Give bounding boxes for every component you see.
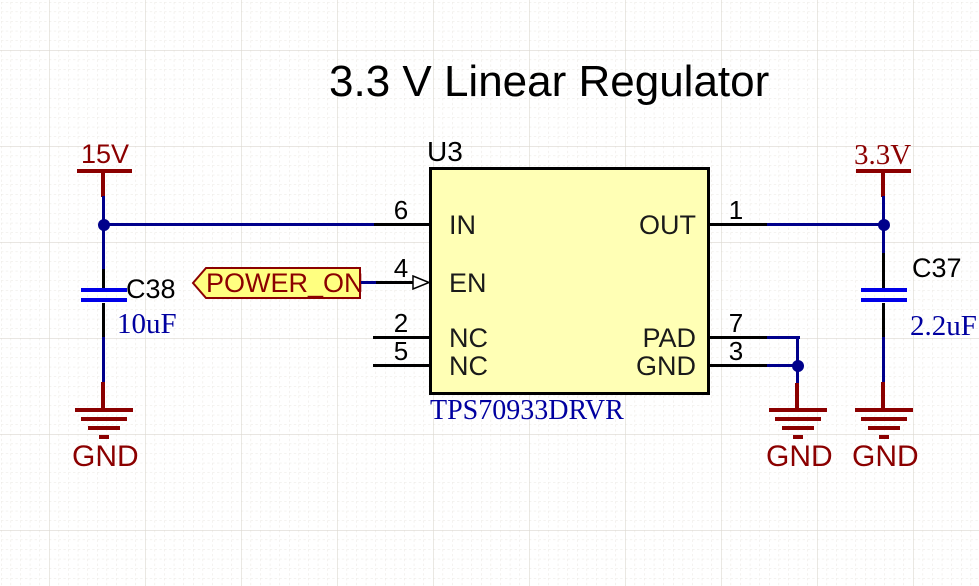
pin-number-6: 6 [393, 195, 409, 225]
gnd-left-bar1[interactable] [75, 408, 133, 412]
pin-line-6[interactable] [373, 223, 430, 226]
pin-number-2: 2 [393, 308, 409, 338]
gnd-left-bar4[interactable] [99, 435, 109, 439]
c38-designator[interactable]: C38 [126, 274, 176, 304]
c37-plate-bottom[interactable] [861, 298, 907, 302]
wire-flag-to-en[interactable] [361, 281, 376, 284]
c37-plate-top[interactable] [861, 288, 907, 292]
pin-number-3: 3 [728, 336, 744, 366]
gnd-left-stem[interactable] [101, 382, 105, 409]
wire-c37-to-gnd[interactable] [882, 337, 885, 383]
gnd-right-bar2[interactable] [861, 417, 907, 421]
wire-pad-vertical[interactable] [796, 337, 799, 367]
gnd-middle-bar4[interactable] [793, 435, 803, 439]
power-port-15v-label[interactable]: 15V [81, 139, 130, 169]
gnd-right-label: GND [852, 440, 919, 473]
gnd-right-bar1[interactable] [855, 408, 913, 412]
pin-number-1: 1 [728, 195, 744, 225]
schematic-title: 3.3 V Linear Regulator [329, 57, 770, 106]
power-port-3v3-bar[interactable] [856, 169, 911, 173]
c37-pin-bottom[interactable] [882, 303, 885, 338]
pin-line-1[interactable] [710, 223, 767, 226]
power-port-3v3-stem[interactable] [881, 172, 885, 197]
power-on-flag-label[interactable]: POWER_ON [206, 268, 364, 298]
c38-plate-bottom[interactable] [81, 298, 127, 302]
pin-number-4: 4 [393, 253, 409, 283]
c37-pin-top[interactable] [882, 253, 885, 290]
pin-line-5[interactable] [373, 364, 430, 367]
wire-15v-to-in[interactable] [104, 223, 374, 226]
wire-gndpin-horizontal[interactable] [767, 364, 800, 367]
pin-name-out: OUT [639, 210, 696, 240]
pin-name-en: EN [449, 268, 487, 298]
power-port-15v-bar[interactable] [77, 169, 132, 173]
pin-line-2[interactable] [373, 336, 430, 339]
pin-name-gnd: GND [636, 351, 696, 381]
ic-part-number[interactable]: TPS70933DRVR [430, 395, 624, 426]
pin-line-4[interactable] [376, 281, 414, 284]
gnd-middle-bar2[interactable] [775, 417, 821, 421]
wire-pad-horizontal[interactable] [767, 336, 800, 339]
wire-junction-to-gnd[interactable] [796, 366, 799, 384]
pin-line-3[interactable] [710, 364, 767, 367]
wire-out-to-3v3[interactable] [767, 223, 884, 226]
gnd-middle-bar1[interactable] [769, 408, 827, 412]
c38-pin-bottom[interactable] [102, 303, 105, 338]
gnd-right-stem[interactable] [881, 382, 885, 409]
pin-line-7[interactable] [710, 336, 767, 339]
en-input-arrow-icon [412, 275, 431, 291]
junction-dot-right[interactable] [878, 219, 890, 231]
wire-c38-to-gnd[interactable] [102, 337, 105, 383]
wire-15v-vertical[interactable] [102, 196, 105, 270]
pin-number-7: 7 [728, 308, 744, 338]
gnd-left-bar3[interactable] [88, 426, 120, 430]
c37-value[interactable]: 2.2uF [910, 310, 977, 342]
pin-number-5: 5 [393, 336, 409, 366]
ic-body[interactable] [429, 167, 710, 395]
pin-name-nc2: NC [449, 323, 488, 353]
ic-designator[interactable]: U3 [427, 136, 463, 167]
gnd-left-bar2[interactable] [81, 417, 127, 421]
gnd-left-label: GND [72, 440, 139, 473]
power-port-15v-stem[interactable] [101, 172, 105, 197]
gnd-middle-bar3[interactable] [782, 426, 814, 430]
power-port-3v3-label[interactable]: 3.3V [854, 139, 912, 171]
gnd-right-bar3[interactable] [868, 426, 900, 430]
junction-dot-left[interactable] [98, 219, 110, 231]
gnd-right-bar4[interactable] [879, 435, 889, 439]
pin-name-nc5: NC [449, 351, 488, 381]
power-on-flag[interactable] [190, 265, 363, 301]
c37-designator[interactable]: C37 [912, 253, 962, 283]
c38-value[interactable]: 10uF [117, 308, 177, 340]
gnd-middle-label: GND [766, 440, 833, 473]
gnd-middle-stem[interactable] [795, 383, 799, 409]
c38-pin-top[interactable] [102, 269, 105, 290]
c38-plate-top[interactable] [81, 288, 127, 292]
pin-name-in: IN [449, 210, 476, 240]
pin-name-pad: PAD [642, 323, 696, 353]
